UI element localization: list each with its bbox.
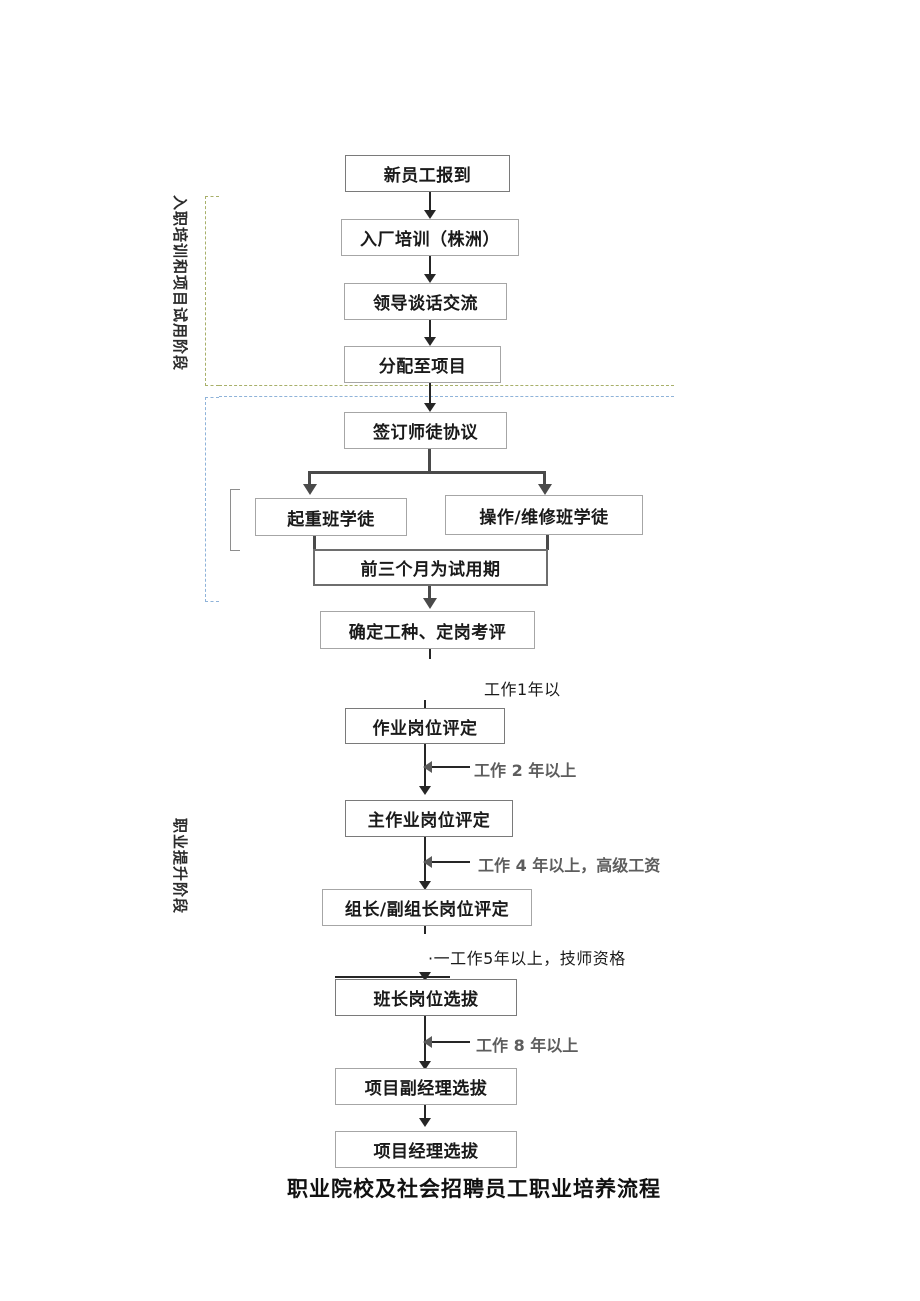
- stage-bracket-onboarding: [205, 196, 219, 386]
- stage-divider-blue: [219, 396, 674, 397]
- edge-label-work-2-years: 工作 2 年以上: [474, 761, 577, 780]
- arrowhead-operation-to-main: [419, 786, 431, 795]
- stage-label-advancement: 职业提升阶段: [171, 818, 189, 915]
- node-new-employee-report[interactable]: 新员工报到: [345, 155, 510, 192]
- edge-label-work-8-years: 工作 8 年以上: [476, 1036, 579, 1055]
- stage-label-onboarding: 入职培训和项目试用阶段: [171, 195, 189, 372]
- arrowhead-work-2-years: [423, 761, 432, 773]
- edge-tick-work-8-years: [432, 1041, 470, 1043]
- edge-label-work-1-year: 工作1年以: [484, 680, 561, 699]
- connector-training-to-talk: [429, 256, 431, 281]
- node-group-leader-post-rating[interactable]: 组长/副组长岗位评定: [322, 889, 532, 926]
- node-leader-talk[interactable]: 领导谈话交流: [344, 283, 507, 320]
- connector-deputy-to-pm: [424, 1105, 426, 1123]
- arrowhead-fork-right: [538, 484, 552, 495]
- connector-to-shift-leader-bar: [335, 976, 450, 978]
- arrowhead-fork-left: [303, 484, 317, 495]
- arrowhead-work-8-years: [423, 1036, 432, 1048]
- arrowhead-report-to-training: [424, 210, 436, 219]
- connector-talk-to-assign: [429, 320, 431, 344]
- connector-into-operation-rating: [424, 700, 426, 710]
- stage-bracket-advancement: [205, 397, 219, 602]
- node-crane-apprentice[interactable]: 起重班学徒: [255, 498, 407, 536]
- connector-crane-to-probation: [313, 536, 316, 550]
- edge-label-work-4-years: 工作 4 年以上，高级工资: [478, 856, 661, 875]
- stage-divider-olive: [219, 385, 674, 386]
- arrowhead-shift-leader-to-deputy: [419, 1061, 431, 1070]
- node-shift-leader-selection[interactable]: 班长岗位选拔: [335, 979, 517, 1016]
- arrowhead-probation-to-confirm: [423, 598, 437, 609]
- arrowhead-deputy-to-pm: [419, 1118, 431, 1127]
- node-main-operation-post-rating[interactable]: 主作业岗位评定: [345, 800, 513, 837]
- connector-report-to-training: [429, 192, 431, 217]
- edge-tick-work-2-years: [432, 766, 470, 768]
- connector-ops-to-probation: [546, 535, 549, 550]
- node-ops-maint-apprentice[interactable]: 操作/维修班学徒: [445, 495, 643, 535]
- arrowhead-to-shift-leader: [419, 972, 431, 981]
- node-pm-selection[interactable]: 项目经理选拔: [335, 1131, 517, 1168]
- arrowhead-talk-to-assign: [424, 337, 436, 346]
- node-operation-post-rating[interactable]: 作业岗位评定: [345, 708, 505, 744]
- connector-confirm-tail: [429, 649, 431, 659]
- edge-tick-work-4-years: [432, 861, 470, 863]
- edge-label-work-5-years: ·一工作5年以上，技师资格: [428, 949, 626, 968]
- apprentice-group-bracket: [230, 489, 240, 551]
- connector-mentor-fork-bar: [308, 471, 545, 474]
- connector-probation-to-confirm: [428, 586, 431, 603]
- node-assign-project[interactable]: 分配至项目: [344, 346, 501, 383]
- arrowhead-main-to-group-leader: [419, 881, 431, 890]
- node-confirm-job-type[interactable]: 确定工种、定岗考评: [320, 611, 535, 649]
- figure-caption: 职业院校及社会招聘员工职业培养流程: [287, 1177, 661, 1201]
- connector-fork-right-drop: [543, 471, 546, 488]
- connector-group-leader-tail: [424, 926, 426, 934]
- arrowhead-training-to-talk: [424, 274, 436, 283]
- node-sign-mentor-agreement[interactable]: 签订师徒协议: [344, 412, 507, 449]
- node-deputy-pm-selection[interactable]: 项目副经理选拔: [335, 1068, 517, 1105]
- connector-fork-left-drop: [308, 471, 311, 488]
- connector-assign-to-mentor: [429, 383, 431, 410]
- node-probation-three-months[interactable]: 前三个月为试用期: [313, 549, 548, 586]
- arrowhead-assign-to-mentor: [424, 403, 436, 412]
- connector-mentor-fork-stem: [428, 449, 431, 473]
- arrowhead-work-4-years: [423, 856, 432, 868]
- node-factory-training[interactable]: 入厂培训（株洲）: [341, 219, 519, 256]
